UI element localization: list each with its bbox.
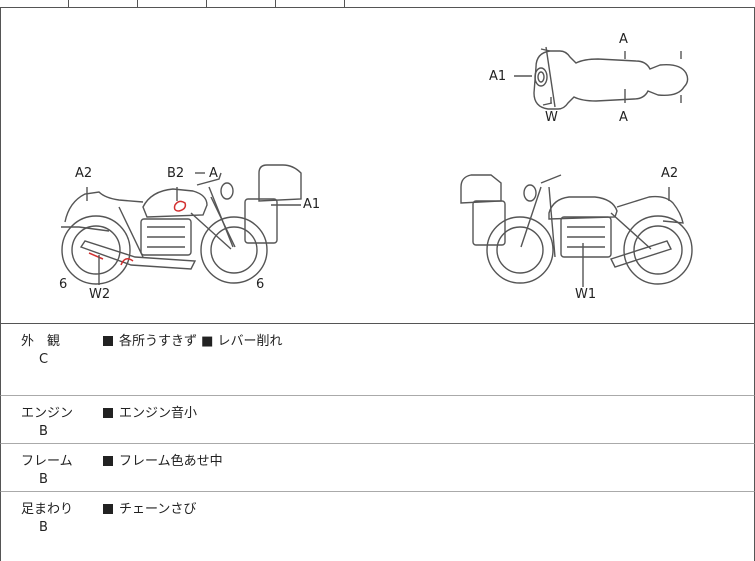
- label-left-b2: B2: [167, 166, 184, 181]
- condition-label: 外 観: [21, 334, 61, 349]
- condition-row-exterior: 外 観 C 各所うすきず ■ レバー削れ: [0, 324, 755, 396]
- bullet-square-icon: [103, 336, 113, 346]
- table-cell: [276, 0, 345, 7]
- damage-diagram-panel: A A1 W A A2 B2 A A1 6 W2 6 A2 W1: [0, 7, 755, 324]
- condition-row-suspension: 足まわり B チェーンさび: [0, 492, 755, 561]
- label-top-a2: A: [619, 110, 628, 125]
- condition-grade: B: [39, 472, 48, 487]
- condition-note: チェーンさび: [103, 498, 196, 517]
- label-right-w1: W1: [575, 287, 596, 302]
- top-table-row: [0, 0, 755, 8]
- table-cell: [69, 0, 138, 7]
- condition-label: エンジン: [21, 406, 74, 421]
- label-top-a1-left: A1: [489, 69, 506, 84]
- condition-row-engine: エンジン B エンジン音小: [0, 396, 755, 444]
- leader-lines: [86, 51, 670, 287]
- label-left-w2: W2: [89, 287, 110, 302]
- label-left-a2: A2: [75, 166, 92, 181]
- condition-grade: B: [39, 520, 48, 535]
- bullet-square-icon: [103, 408, 113, 418]
- label-left-6b: 6: [256, 277, 264, 292]
- bullet-square-icon: [103, 504, 113, 514]
- condition-note: エンジン音小: [103, 402, 197, 421]
- table-cell: [207, 0, 276, 7]
- condition-label: 足まわり: [21, 502, 74, 517]
- condition-grade: C: [39, 352, 49, 367]
- damage-marks: [88, 200, 187, 266]
- label-top-w: W: [545, 110, 558, 125]
- condition-note: フレーム色あせ中: [103, 450, 223, 469]
- right-view-motorcycle: [460, 174, 693, 285]
- left-view-motorcycle: [61, 164, 302, 285]
- condition-label: フレーム: [21, 454, 73, 469]
- condition-row-frame: フレーム B フレーム色あせ中: [0, 444, 755, 492]
- bullet-square-icon: [103, 456, 113, 466]
- label-left-a1: A1: [303, 197, 320, 212]
- label-left-a: A: [209, 166, 218, 181]
- label-top-a1: A: [619, 32, 628, 47]
- label-right-a2: A2: [661, 166, 678, 181]
- label-left-6a: 6: [59, 277, 67, 292]
- top-view-motorcycle: [533, 46, 689, 110]
- motorcycle-diagram: A A1 W A A2 B2 A A1 6 W2 6 A2 W1: [59, 32, 693, 302]
- condition-grade: B: [39, 424, 48, 439]
- condition-note: 各所うすきず ■ レバー削れ: [103, 330, 283, 349]
- table-cell: [138, 0, 207, 7]
- diagram-labels: A A1 W A A2 B2 A A1 6 W2 6 A2 W1: [59, 32, 678, 302]
- table-cell: [0, 0, 69, 7]
